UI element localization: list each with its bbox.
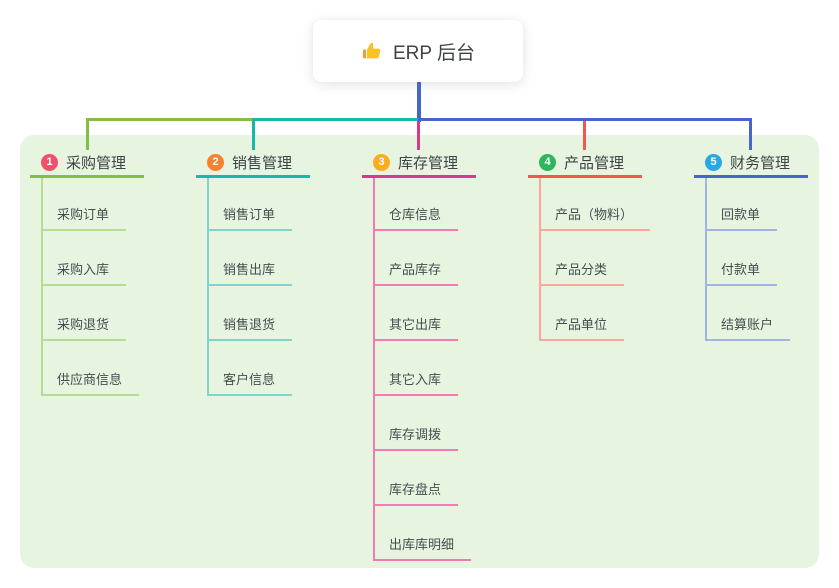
branch-title-label: 销售管理: [232, 155, 293, 172]
branch-title-finance[interactable]: 5 财务管理: [694, 150, 808, 178]
child-row: 销售退货: [196, 288, 310, 343]
branch-title-label: 采购管理: [66, 155, 127, 172]
child-node-label[interactable]: 其它出库: [373, 314, 459, 341]
bus-segment-sales: [252, 118, 419, 121]
child-row: 采购退货: [30, 288, 144, 343]
root-label: ERP 后台: [392, 42, 475, 64]
child-row: 供应商信息: [30, 343, 144, 398]
child-row: 采购入库: [30, 233, 144, 288]
child-node-label[interactable]: 回款单: [705, 204, 778, 231]
thumbs-up-icon: [361, 40, 383, 62]
child-row: 产品库存: [362, 233, 476, 288]
drop-line-sales: [252, 118, 255, 150]
branch-inventory: 3 库存管理 仓库信息 产品库存 其它出库 其它入库 库存调拨 库存盘点 出库库…: [362, 150, 476, 563]
branch-title-label: 产品管理: [564, 155, 625, 172]
branch-trunk-line: [207, 178, 209, 395]
child-node-label[interactable]: 采购退货: [41, 314, 127, 341]
child-row: 产品单位: [528, 288, 642, 343]
branch-trunk-line: [705, 178, 707, 340]
child-row: 付款单: [694, 233, 808, 288]
drop-line-finance: [749, 118, 752, 150]
child-row: 库存盘点: [362, 453, 476, 508]
child-row: 回款单: [694, 178, 808, 233]
mindmap-background-panel: [20, 135, 819, 568]
child-node-label[interactable]: 销售退货: [207, 314, 293, 341]
child-node-label[interactable]: 结算账户: [705, 314, 791, 341]
branch-title-label: 库存管理: [398, 155, 459, 172]
branch-title-label: 财务管理: [730, 155, 791, 172]
bus-segment-finance: [418, 118, 751, 121]
child-row: 产品（物料）: [528, 178, 651, 233]
branch-title-sales[interactable]: 2 销售管理: [196, 150, 310, 178]
child-node-label[interactable]: 仓库信息: [373, 204, 459, 231]
child-node-label[interactable]: 采购入库: [41, 259, 127, 286]
branch-title-product[interactable]: 4 产品管理: [528, 150, 642, 178]
child-node-label[interactable]: 付款单: [705, 259, 778, 286]
child-node-label[interactable]: 产品分类: [539, 259, 625, 286]
branch-sales: 2 销售管理 销售订单 销售出库 销售退货 客户信息: [196, 150, 310, 398]
badge-3: 3: [373, 154, 390, 171]
drop-line-product: [583, 121, 586, 150]
branch-trunk-line: [539, 178, 541, 340]
badge-5: 5: [705, 154, 722, 171]
child-node-label[interactable]: 产品（物料）: [539, 204, 651, 231]
bus-segment-purchase: [86, 118, 253, 121]
child-row: 产品分类: [528, 233, 642, 288]
child-node-label[interactable]: 销售出库: [207, 259, 293, 286]
drop-line-purchase: [86, 118, 89, 150]
child-node-label[interactable]: 库存调拨: [373, 424, 459, 451]
child-row: 客户信息: [196, 343, 310, 398]
child-node-label[interactable]: 库存盘点: [373, 479, 459, 506]
child-row: 其它入库: [362, 343, 476, 398]
branch-title-purchase[interactable]: 1 采购管理: [30, 150, 144, 178]
child-row: 仓库信息: [362, 178, 476, 233]
badge-4: 4: [539, 154, 556, 171]
child-row: 出库库明细: [362, 508, 476, 563]
child-row: 采购订单: [30, 178, 144, 233]
root-stem-line: [417, 82, 421, 122]
child-row: 销售订单: [196, 178, 310, 233]
child-row: 结算账户: [694, 288, 808, 343]
child-node-label[interactable]: 客户信息: [207, 369, 293, 396]
child-node-label[interactable]: 其它入库: [373, 369, 459, 396]
branch-product: 4 产品管理 产品（物料） 产品分类 产品单位: [528, 150, 651, 343]
drop-line-inventory: [417, 121, 420, 150]
branch-trunk-line: [373, 178, 375, 560]
child-row: 其它出库: [362, 288, 476, 343]
branch-trunk-line: [41, 178, 43, 395]
branch-finance: 5 财务管理 回款单 付款单 结算账户: [694, 150, 808, 343]
root-node-erp[interactable]: ERP 后台: [313, 20, 523, 82]
badge-2: 2: [207, 154, 224, 171]
child-node-label[interactable]: 产品库存: [373, 259, 459, 286]
child-node-label[interactable]: 销售订单: [207, 204, 293, 231]
child-node-label[interactable]: 采购订单: [41, 204, 127, 231]
badge-1: 1: [41, 154, 58, 171]
child-node-label[interactable]: 出库库明细: [373, 534, 472, 561]
child-row: 库存调拨: [362, 398, 476, 453]
child-node-label[interactable]: 产品单位: [539, 314, 625, 341]
child-node-label[interactable]: 供应商信息: [41, 369, 140, 396]
branch-purchase: 1 采购管理 采购订单 采购入库 采购退货 供应商信息: [30, 150, 144, 398]
branch-title-inventory[interactable]: 3 库存管理: [362, 150, 476, 178]
child-row: 销售出库: [196, 233, 310, 288]
